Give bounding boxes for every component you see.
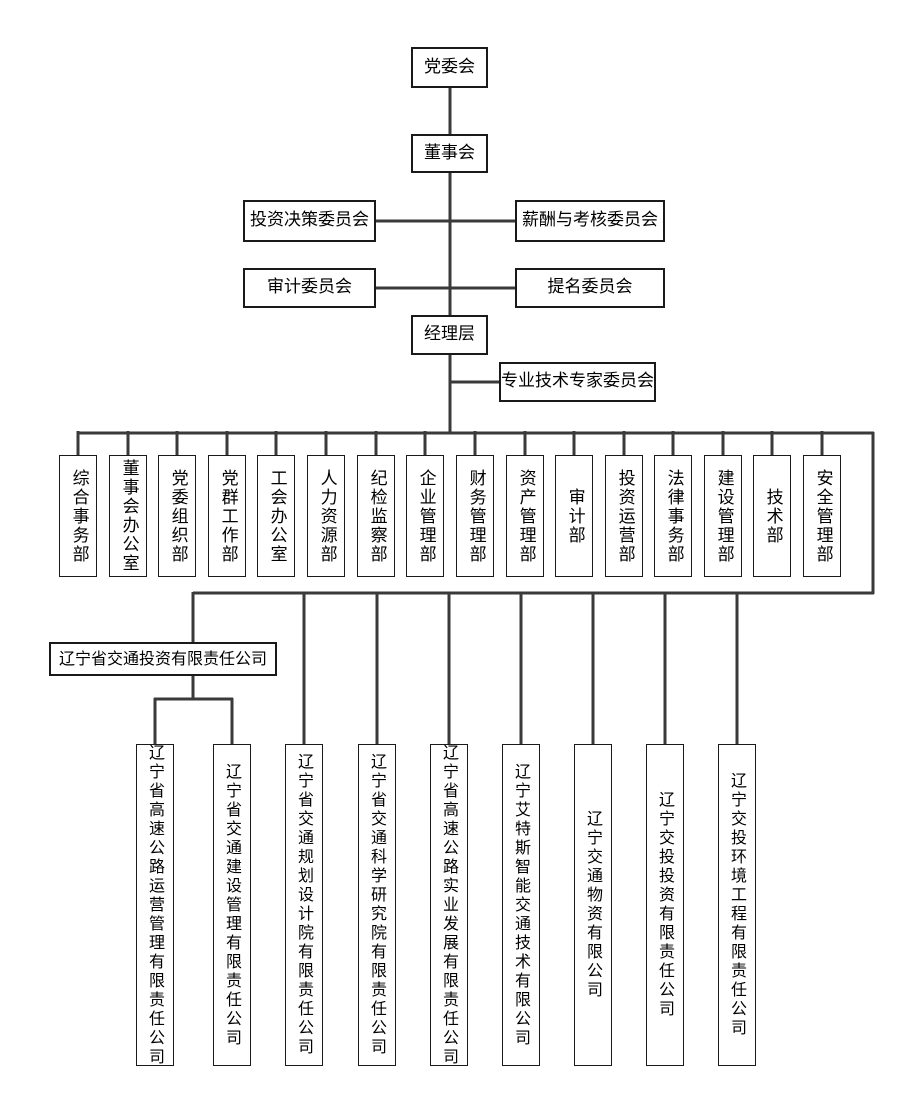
department-box: 财务管理部	[456, 455, 494, 577]
department-label: 工会办公室	[266, 468, 287, 564]
subsidiary-box: 辽宁交投环境工程有限责任公司	[718, 744, 756, 1066]
subsidiary-label: 辽宁省交通建设管理有限责任公司	[223, 762, 242, 1048]
board-box: 董事会	[411, 134, 488, 173]
department-box: 人力资源部	[307, 455, 345, 577]
subsidiary-box: 辽宁省高速公路运营管理有限责任公司	[136, 743, 174, 1067]
department-box: 法律事务部	[654, 455, 692, 577]
board-label: 董事会	[424, 142, 475, 163]
department-label: 纪检监察部	[366, 468, 387, 564]
expert-committee-label: 专业技术专家委员会	[501, 371, 654, 392]
department-label: 人力资源部	[316, 468, 337, 564]
committee-label: 投资决策委员会	[250, 210, 369, 231]
committee-box-investment-decision: 投资决策委员会	[243, 200, 376, 242]
investment-company-label: 辽宁省交通投资有限责任公司	[58, 649, 267, 668]
subsidiary-label: 辽宁交通物资有限公司	[584, 810, 603, 1000]
subsidiary-box: 辽宁交通物资有限公司	[574, 744, 612, 1066]
department-label: 党群工作部	[217, 468, 238, 564]
department-label: 建设管理部	[713, 468, 734, 564]
department-label: 投资运营部	[614, 468, 635, 564]
subsidiary-box: 辽宁省交通规划设计院有限责任公司	[285, 744, 323, 1066]
management-box: 经理层	[411, 315, 488, 355]
subsidiary-label: 辽宁省高速公路实业发展有限责任公司	[440, 743, 459, 1067]
department-label: 综合事务部	[68, 468, 89, 564]
department-label: 资产管理部	[515, 468, 536, 564]
department-box: 建设管理部	[704, 455, 742, 577]
committee-label: 薪酬与考核委员会	[522, 210, 658, 231]
expert-committee-box: 专业技术专家委员会	[499, 362, 656, 402]
committee-label: 提名委员会	[547, 277, 633, 298]
department-label: 董事会办公室	[118, 459, 139, 573]
subsidiary-label: 辽宁交投投资有限责任公司	[656, 791, 675, 1019]
department-label: 党委组织部	[167, 468, 188, 564]
department-box: 纪检监察部	[357, 455, 395, 577]
department-box: 董事会办公室	[109, 455, 147, 577]
department-box: 企业管理部	[406, 455, 444, 577]
department-label: 技术部	[762, 487, 783, 545]
investment-company-box: 辽宁省交通投资有限责任公司	[49, 642, 277, 676]
committee-label: 审计委员会	[267, 277, 352, 298]
subsidiary-label: 辽宁交投环境工程有限责任公司	[728, 772, 747, 1038]
subsidiary-label: 辽宁省交通科学研究院有限责任公司	[368, 753, 387, 1057]
committee-box-nomination: 提名委员会	[515, 268, 665, 308]
department-box: 资产管理部	[506, 455, 544, 577]
department-box: 党委组织部	[158, 455, 196, 577]
department-label: 法律事务部	[663, 468, 684, 564]
subsidiary-label: 辽宁艾特斯智能交通技术有限公司	[512, 762, 531, 1048]
management-label: 经理层	[424, 324, 475, 345]
subsidiary-box: 辽宁省高速公路实业发展有限责任公司	[430, 743, 468, 1067]
department-box: 投资运营部	[605, 455, 643, 577]
department-label: 审计部	[564, 487, 585, 545]
department-box: 审计部	[555, 455, 593, 577]
department-label: 财务管理部	[465, 468, 486, 564]
committee-box-salary-assessment: 薪酬与考核委员会	[515, 200, 665, 242]
committee-box-audit: 审计委员会	[243, 268, 376, 308]
subsidiary-box: 辽宁省交通科学研究院有限责任公司	[358, 744, 396, 1066]
department-box: 技术部	[753, 455, 791, 577]
department-label: 企业管理部	[415, 468, 436, 564]
party-committee-box: 党委会	[411, 47, 488, 88]
subsidiary-box: 辽宁省交通建设管理有限责任公司	[213, 744, 251, 1066]
department-label: 安全管理部	[812, 468, 833, 564]
subsidiary-label: 辽宁省高速公路运营管理有限责任公司	[146, 743, 165, 1067]
subsidiary-label: 辽宁省交通规划设计院有限责任公司	[295, 753, 314, 1057]
party-committee-label: 党委会	[424, 56, 475, 77]
department-box: 党群工作部	[208, 455, 246, 577]
subsidiary-box: 辽宁交投投资有限责任公司	[646, 744, 684, 1066]
subsidiary-box: 辽宁艾特斯智能交通技术有限公司	[502, 744, 540, 1066]
department-box: 工会办公室	[257, 455, 295, 577]
department-box: 综合事务部	[59, 455, 97, 577]
department-box: 安全管理部	[803, 455, 841, 577]
